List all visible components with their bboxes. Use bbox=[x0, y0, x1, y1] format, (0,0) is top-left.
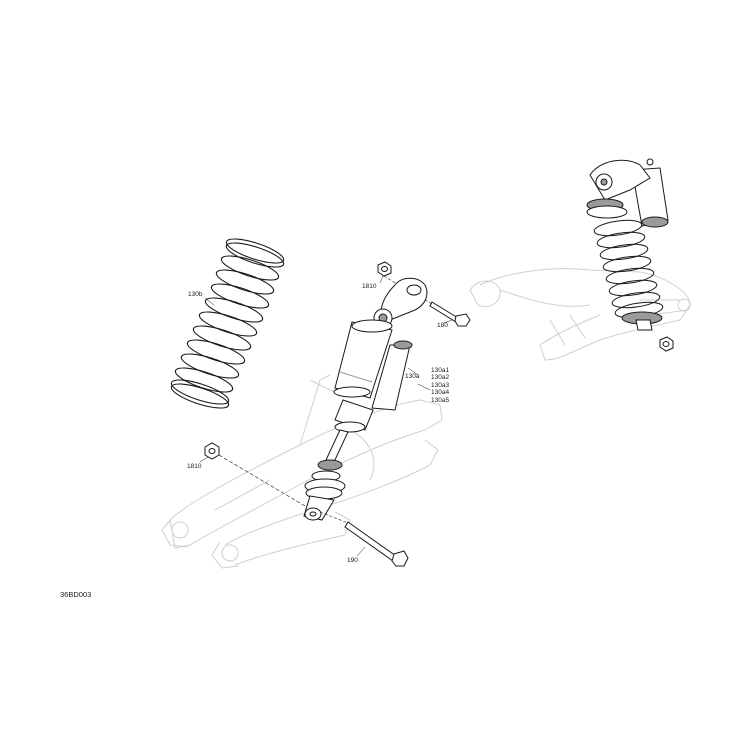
callout-lower-bolt: 190 bbox=[347, 557, 358, 564]
callout-spring: 130b bbox=[188, 291, 203, 298]
upper-flange-nut bbox=[377, 261, 392, 277]
callout-lower-nut: 1810 bbox=[187, 463, 202, 470]
assembled-shock-with-spring bbox=[586, 158, 674, 352]
callout-variant-1: 130a1 bbox=[431, 367, 450, 374]
callout-variant-2: 130a2 bbox=[431, 374, 450, 382]
ghost-lower-swing-arm bbox=[161, 374, 443, 569]
callout-variant-5: 130a5 bbox=[431, 396, 450, 404]
lower-bolt bbox=[344, 521, 409, 567]
callout-shock-variants: 130a1 130a2 130a3 130a4 130a5 bbox=[431, 367, 449, 404]
callout-upper-nut: 1810 bbox=[362, 283, 377, 290]
main-shock-absorber bbox=[303, 277, 428, 521]
coil-spring bbox=[170, 238, 285, 409]
upper-bolt bbox=[429, 301, 471, 327]
callout-shock: 130a bbox=[405, 373, 420, 380]
ghost-upper-swing-arm bbox=[469, 268, 691, 361]
lower-nut-leader bbox=[218, 454, 306, 507]
lower-flange-nut bbox=[204, 442, 220, 460]
lower-bolt-leader bbox=[319, 511, 349, 524]
label-leaders bbox=[199, 275, 453, 557]
callout-variant-4: 130a4 bbox=[431, 389, 450, 397]
callout-upper-bolt: 180 bbox=[437, 322, 448, 329]
callout-variant-3: 130a3 bbox=[431, 381, 450, 389]
drawing-id: 36BD003 bbox=[60, 590, 92, 599]
